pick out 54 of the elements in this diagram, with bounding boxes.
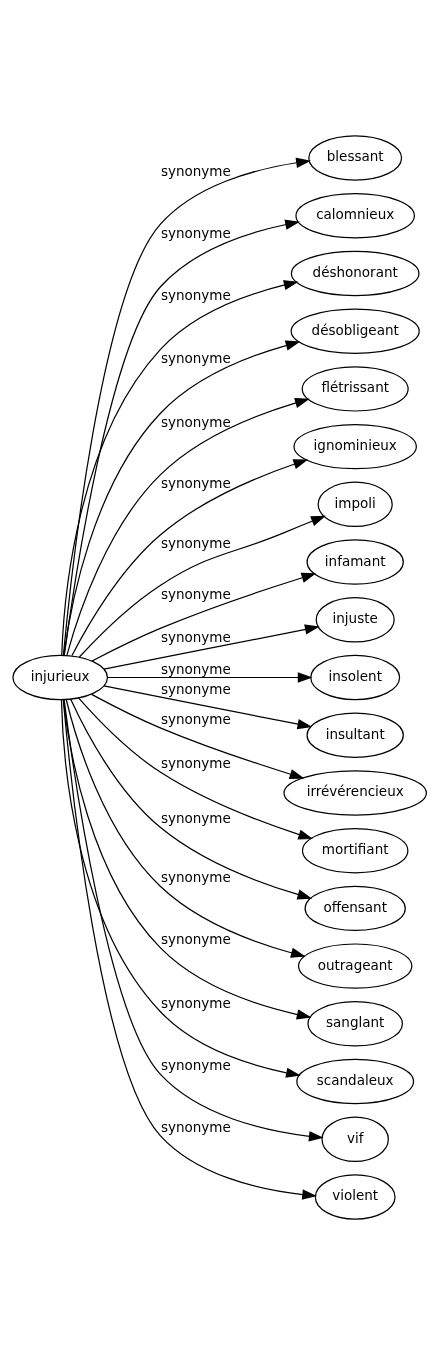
edge-label: synonyme	[160, 585, 231, 602]
node-ellipse: infamant	[306, 539, 404, 585]
edge-label: synonyme	[160, 349, 231, 366]
arrow	[63, 340, 301, 656]
edge-label: synonyme	[160, 224, 231, 241]
edge-label: synonyme	[160, 710, 231, 727]
node-ellipse: sanglant	[307, 1001, 404, 1047]
arrow	[77, 697, 314, 840]
arrow	[62, 699, 312, 1020]
edge-label: synonyme	[160, 681, 231, 698]
edge-label: synonyme	[160, 930, 231, 947]
edge-label: synonyme	[160, 535, 231, 552]
edge-label: synonyme	[160, 628, 231, 645]
node-ellipse: calomnieux	[295, 193, 415, 239]
arrow	[78, 515, 326, 658]
edge-label: synonyme	[160, 1118, 231, 1135]
edge-label: synonyme	[160, 413, 231, 430]
edge-label: synonyme	[160, 810, 231, 827]
node-ellipse: violent	[314, 1174, 396, 1220]
arrow	[91, 572, 317, 662]
node-ellipse: vif	[321, 1116, 389, 1162]
edge-label: synonyme	[160, 475, 231, 492]
arrow	[62, 157, 311, 657]
edge-label: synonyme	[160, 869, 231, 886]
arrow	[107, 672, 313, 683]
node-ellipse: offensant	[304, 885, 406, 932]
edge-label: synonyme	[160, 287, 231, 304]
node-ellipse: blessant	[308, 135, 403, 181]
node-ellipse: désobligeant	[290, 308, 420, 354]
node-ellipse: outrageant	[297, 943, 413, 989]
edge-label: synonyme	[160, 163, 231, 180]
node-ellipse: mortifiant	[301, 827, 409, 874]
edge-label: synonyme	[160, 755, 231, 772]
arrow	[70, 698, 313, 900]
node-ellipse: injuste	[315, 597, 395, 643]
edge-label: synonyme	[160, 994, 231, 1011]
node-ellipse: injurieux	[12, 654, 109, 701]
node-ellipse: insultant	[306, 712, 404, 758]
arrow	[103, 624, 320, 670]
node-ellipse: scandaleux	[296, 1058, 415, 1105]
node-ellipse: flétrissant	[301, 366, 409, 412]
arrow	[61, 280, 299, 656]
arrow	[66, 397, 310, 656]
node-ellipse: insolent	[310, 654, 401, 701]
arrow	[71, 459, 309, 657]
edge-label: synonyme	[160, 1057, 231, 1074]
arrow	[63, 219, 300, 657]
arrow	[60, 699, 301, 1078]
arrow	[103, 685, 313, 730]
arrow	[65, 698, 306, 958]
node-ellipse: déshonorant	[290, 250, 420, 297]
edge-label: synonyme	[160, 660, 231, 677]
arrow	[90, 693, 305, 780]
node-ellipse: impoli	[317, 481, 393, 528]
